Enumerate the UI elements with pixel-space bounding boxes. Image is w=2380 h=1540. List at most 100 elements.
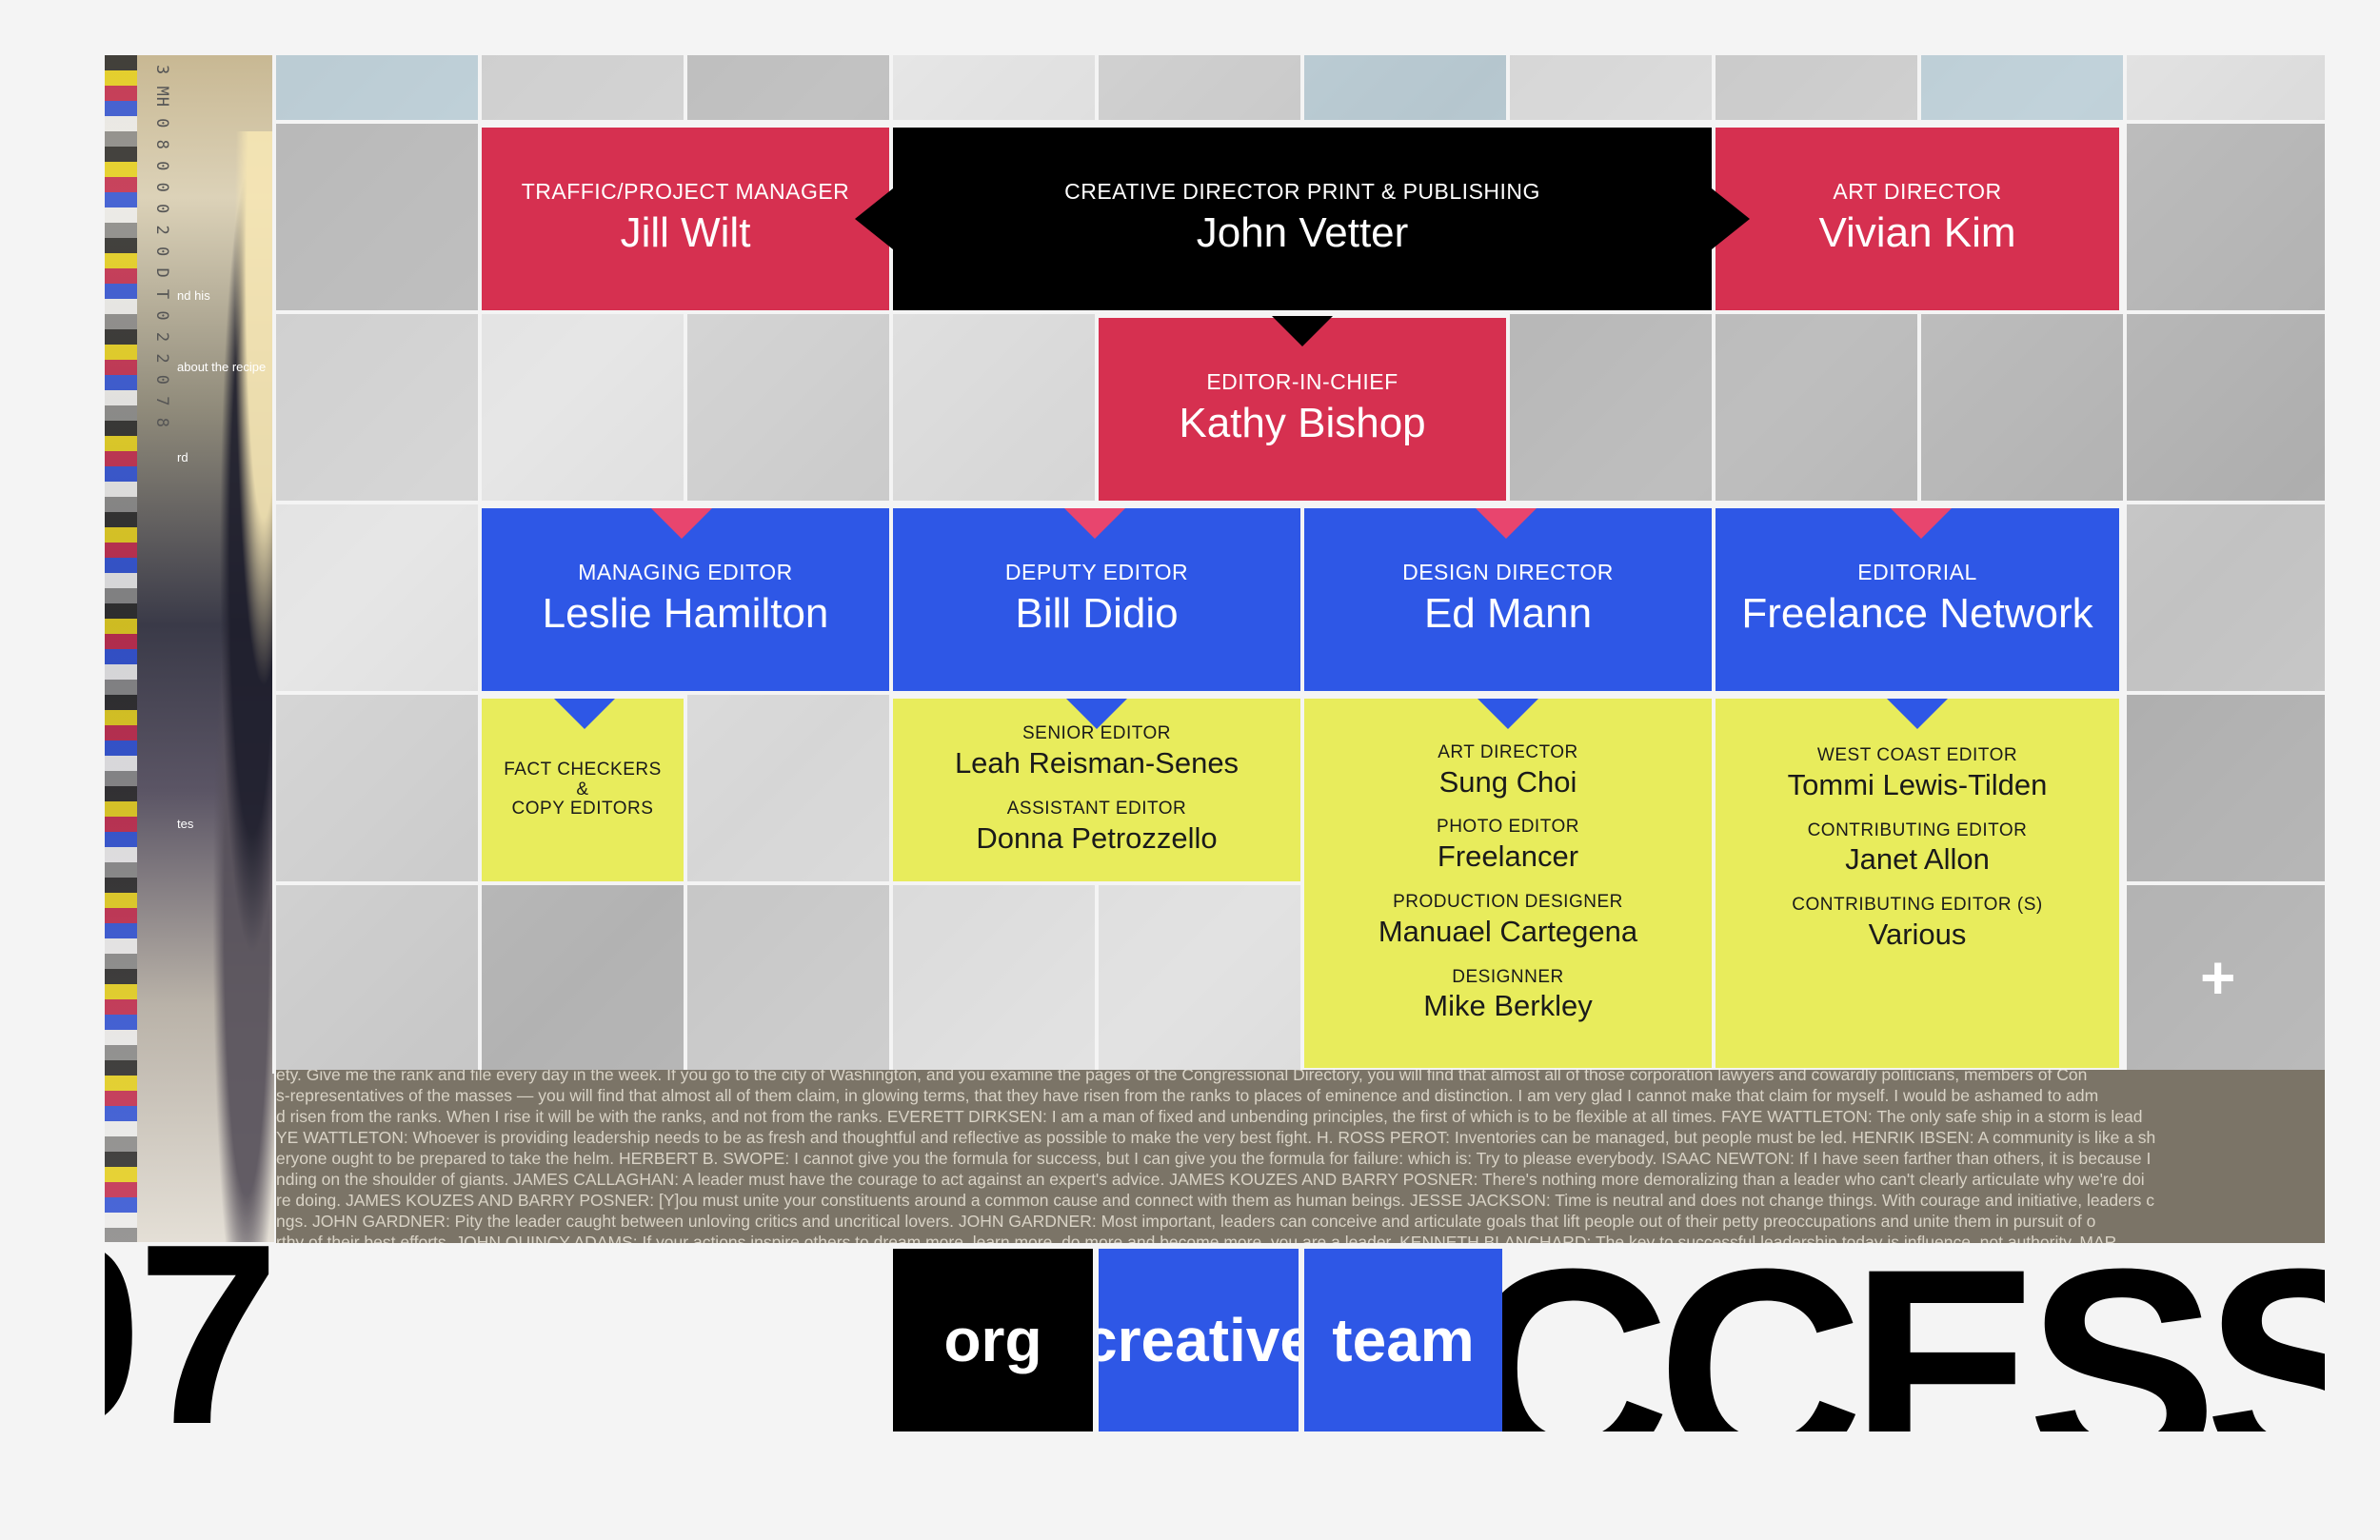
team-entry: SENIOR EDITOR Leah Reisman-Senes <box>955 724 1239 780</box>
card-role: FACT CHECKERS <box>504 759 662 780</box>
card-name: Bill Didio <box>1015 590 1179 638</box>
card-name: Janet Allon <box>1845 842 1990 877</box>
card-deputy-team: SENIOR EDITOR Leah Reisman-Senes ASSISTA… <box>889 695 1304 885</box>
photo-tile <box>2123 120 2329 314</box>
card-role: PHOTO EDITOR <box>1437 817 1579 838</box>
pointer-down-arrow <box>651 508 712 539</box>
card-name: Manuael Cartegena <box>1378 914 1638 948</box>
card-role: DEPUTY EDITOR <box>1004 560 1189 585</box>
photo-tile <box>272 310 482 504</box>
pointer-left-arrow <box>855 188 893 249</box>
card-role: SENIOR EDITOR <box>1021 723 1172 744</box>
team-entry: DESIGNNER Mike Berkley <box>1423 966 1593 1024</box>
card-role: WEST COAST EDITOR <box>1816 745 2018 765</box>
team-entry: CONTRIBUTING EDITOR Janet Allon <box>1808 820 2028 878</box>
card-name: Various <box>1868 917 1967 951</box>
card-role: TRAFFIC/PROJECT MANAGER <box>521 179 850 205</box>
tag-creative: creative <box>1099 1249 1299 1431</box>
photo-tile <box>1917 310 2127 504</box>
photo-tile <box>272 51 482 124</box>
card-design-director: DESIGN DIRECTOR Ed Mann <box>1300 504 1716 695</box>
photo-tile <box>684 51 893 124</box>
pointer-down-arrow <box>1272 316 1333 346</box>
card-name: Freelancer <box>1437 839 1579 874</box>
pointer-down-arrow <box>1066 699 1127 729</box>
plus-icon[interactable]: + <box>2200 943 2236 1012</box>
photo-tile <box>1300 51 1510 124</box>
photo-tile <box>889 51 1099 124</box>
quote-line: eryone ought to be prepared to take the … <box>276 1149 2152 1168</box>
photo-tile <box>478 881 687 1074</box>
card-art-director: ART DIRECTOR Vivian Kim <box>1712 124 2123 314</box>
card-role: DESIGN DIRECTOR <box>1402 560 1614 585</box>
photo-tile <box>2123 501 2329 695</box>
photo-tile <box>889 881 1099 1074</box>
card-role: CREATIVE DIRECTOR PRINT & PUBLISHING <box>1064 179 1540 205</box>
photo-tile <box>272 881 482 1074</box>
team-entry: WEST COAST EDITOR Tommi Lewis-Tilden <box>1787 745 2048 802</box>
card-editorial: EDITORIAL Freelance Network <box>1712 504 2123 695</box>
card-name: Mike Berkley <box>1423 989 1593 1023</box>
photo-tile <box>1712 51 1921 124</box>
photo-tile <box>1095 881 1304 1074</box>
team-entry: ART DIRECTOR Sung Choi <box>1438 742 1577 800</box>
card-name: Freelance Network <box>1741 590 2093 638</box>
photo-tile <box>1506 51 1716 124</box>
card-name: Vivian Kim <box>1818 209 2016 257</box>
tag-team: team <box>1304 1249 1502 1431</box>
photo-tile <box>2123 881 2329 1074</box>
photo-tile <box>478 51 687 124</box>
card-role: CONTRIBUTING EDITOR (S) <box>1792 895 2043 916</box>
card-role: ASSISTANT EDITOR <box>1006 799 1187 819</box>
photo-tile <box>2123 691 2329 885</box>
quote-line: YE WATTLETON: Whoever is providing leade… <box>276 1128 2156 1147</box>
card-name: Tommi Lewis-Tilden <box>1787 767 2048 801</box>
card-creative-director: CREATIVE DIRECTOR PRINT & PUBLISHING Joh… <box>889 124 1716 314</box>
team-entry: CONTRIBUTING EDITOR (S) Various <box>1792 895 2043 952</box>
card-role: MANAGING EDITOR <box>578 560 793 585</box>
side-snippet: rd <box>177 450 188 464</box>
side-snippet: about the recipe <box>177 360 267 374</box>
photo-tile <box>1917 51 2127 124</box>
card-traffic-project-manager: TRAFFIC/PROJECT MANAGER Jill Wilt <box>478 124 893 314</box>
page-number-text: 07 <box>105 1245 274 1428</box>
card-fact-checkers: FACT CHECKERS & COPY EDITORS <box>478 695 687 885</box>
tag-label: creative <box>1099 1306 1299 1374</box>
big-word: CCESS <box>1502 1245 2325 1431</box>
photo-tile <box>1506 310 1716 504</box>
team-entry: ASSISTANT EDITOR Donna Petrozzello <box>976 799 1218 856</box>
color-bar-strip <box>105 55 137 1242</box>
card-name: Sung Choi <box>1438 764 1577 799</box>
card-name: Ed Mann <box>1423 590 1593 638</box>
pointer-down-arrow <box>1891 508 1952 539</box>
card-role: EDITOR-IN-CHIEF <box>1206 369 1398 395</box>
quote-line: ety. Give me the rank and file every day… <box>276 1070 2088 1084</box>
card-name: Leah Reisman-Senes <box>954 746 1240 780</box>
quote-line: nding on the shoulder of giants. JAMES C… <box>276 1170 2145 1189</box>
card-name: John Vetter <box>1196 209 1409 257</box>
card-design-team: ART DIRECTOR Sung Choi PHOTO EDITOR Free… <box>1300 695 1716 1072</box>
photo-tile <box>2123 51 2329 124</box>
side-vertical-text: 3 MH 0 8 0 0 0 2 0 D T 0 2 2 0 7 8 <box>152 65 171 428</box>
quote-line: s-representatives of the masses — you wi… <box>276 1086 2099 1105</box>
card-role: DESIGNNER <box>1452 966 1564 987</box>
photo-tile <box>684 881 893 1074</box>
team-entry: PHOTO EDITOR Freelancer <box>1437 818 1579 874</box>
tag-label: team <box>1332 1306 1475 1374</box>
photo-tile <box>2123 310 2329 504</box>
side-photo-strip: 3 MH 0 8 0 0 0 2 0 D T 0 2 2 0 7 8 nd hi… <box>105 55 274 1242</box>
card-deputy-editor: DEPUTY EDITOR Bill Didio <box>889 504 1304 695</box>
pointer-down-arrow <box>1478 699 1538 729</box>
side-photo <box>195 131 274 1242</box>
card-role: PRODUCTION DESIGNER <box>1393 892 1623 912</box>
quote-line: rthy of their best efforts. JOHN QUINCY … <box>276 1233 2117 1243</box>
card-editor-in-chief: EDITOR-IN-CHIEF Kathy Bishop <box>1095 314 1510 504</box>
photo-tile <box>1095 51 1304 124</box>
photo-tile <box>478 310 687 504</box>
pointer-down-arrow <box>1887 699 1948 729</box>
quote-line: d risen from the ranks. When I rise it w… <box>276 1107 2143 1126</box>
card-name: Donna Petrozzello <box>976 820 1218 855</box>
photo-tile <box>889 310 1099 504</box>
pointer-down-arrow <box>1476 508 1537 539</box>
pointer-right-arrow <box>1712 188 1750 249</box>
